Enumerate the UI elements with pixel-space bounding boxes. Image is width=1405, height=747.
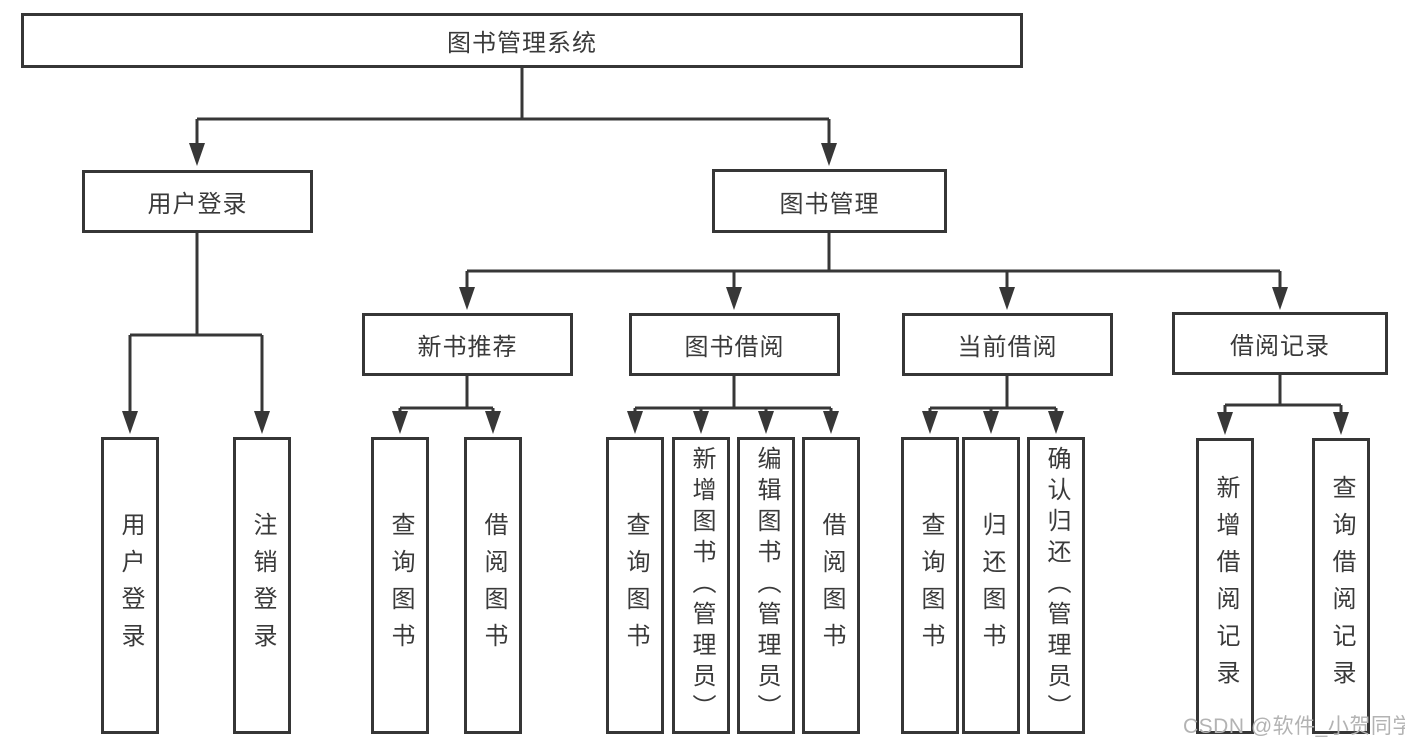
leaf-add-borrow-record: 新增借阅记录 — [1196, 438, 1254, 734]
leaf-borrowing-query-book-label: 查询图书 — [622, 511, 649, 660]
node-current-borrowing-label: 当前借阅 — [957, 334, 1058, 361]
node-book-borrowing-label: 图书借阅 — [684, 334, 785, 361]
node-book-management: 图书管理 — [712, 169, 947, 233]
leaf-borrowing-borrow-book-label: 借阅图书 — [818, 511, 845, 660]
node-new-book-recommendation: 新书推荐 — [362, 313, 573, 376]
leaf-borrowing-borrow-book: 借阅图书 — [802, 437, 860, 734]
arrowheads — [122, 143, 1349, 435]
leaf-recommend-borrow-book-label: 借阅图书 — [480, 511, 507, 660]
leaf-recommend-query-book-label: 查询图书 — [387, 511, 414, 660]
leaf-edit-book-admin-label: 编辑图书（管理员） — [753, 446, 780, 725]
leaf-return-book: 归还图书 — [962, 437, 1020, 734]
leaf-add-borrow-record-label: 新增借阅记录 — [1212, 475, 1239, 697]
node-book-borrowing: 图书借阅 — [629, 313, 840, 376]
leaf-confirm-return-admin-label: 确认归还（管理员） — [1043, 446, 1070, 725]
leaf-logout-label: 注销登录 — [249, 511, 276, 660]
leaf-confirm-return-admin: 确认归还（管理员） — [1027, 437, 1085, 734]
node-borrowing-records-label: 借阅记录 — [1230, 333, 1330, 360]
leaf-logout: 注销登录 — [233, 437, 291, 734]
leaf-add-book-admin-label: 新增图书（管理员） — [688, 446, 715, 725]
leaf-query-borrow-record-label: 查询借阅记录 — [1328, 475, 1355, 697]
csdn-watermark: CSDN @软件_小贺同学 — [1183, 715, 1405, 738]
node-user-login: 用户登录 — [82, 170, 313, 233]
leaf-recommend-borrow-book: 借阅图书 — [464, 437, 522, 734]
leaf-edit-book-admin: 编辑图书（管理员） — [737, 437, 795, 734]
node-user-login-label: 用户登录 — [147, 191, 248, 218]
leaf-borrowing-query-book: 查询图书 — [606, 437, 664, 734]
leaf-recommend-query-book: 查询图书 — [371, 437, 429, 734]
leaf-query-borrow-record: 查询借阅记录 — [1312, 438, 1370, 734]
node-borrowing-records: 借阅记录 — [1172, 312, 1388, 375]
leaf-user-login-label: 用户登录 — [117, 511, 144, 660]
node-book-management-label: 图书管理 — [779, 190, 880, 218]
leaf-user-login: 用户登录 — [101, 437, 159, 734]
node-new-book-recommendation-label: 新书推荐 — [417, 334, 518, 361]
leaf-add-book-admin: 新增图书（管理员） — [672, 437, 730, 734]
leaf-return-book-label: 归还图书 — [978, 511, 1005, 660]
leaf-current-query-book-label: 查询图书 — [917, 511, 944, 660]
node-root: 图书管理系统 — [21, 13, 1023, 68]
node-current-borrowing: 当前借阅 — [902, 313, 1113, 376]
node-root-label: 图书管理系统 — [447, 30, 597, 57]
leaf-current-query-book: 查询图书 — [901, 437, 959, 734]
